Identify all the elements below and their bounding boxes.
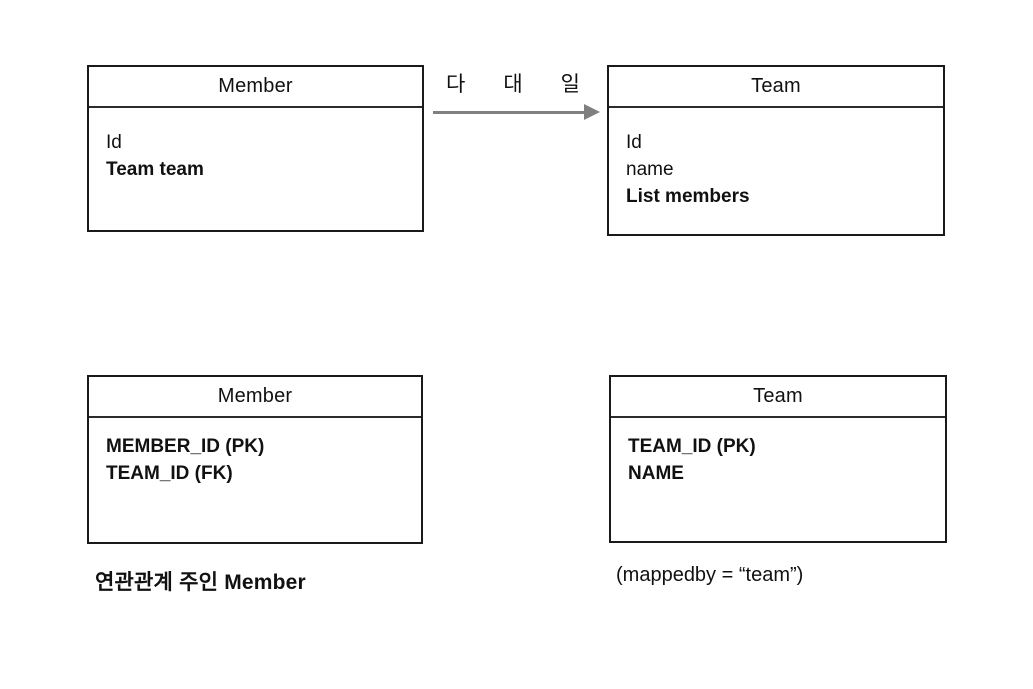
relationship-char-one: 일	[560, 73, 580, 96]
field-name: name	[626, 159, 674, 180]
table-box-member: Member MEMBER_ID (PK) TEAM_ID (FK)	[87, 375, 423, 544]
entity-fields: Id name List members	[609, 108, 943, 210]
caption-mappedby: (mappedby = “team”)	[616, 564, 804, 586]
column-team-id-fk: TEAM_ID (FK)	[106, 463, 233, 484]
column-team-id-pk: TEAM_ID (PK)	[628, 436, 756, 457]
column-member-id-pk: MEMBER_ID (PK)	[106, 436, 265, 457]
table-columns: TEAM_ID (PK) NAME	[611, 418, 945, 487]
field-id: Id	[626, 132, 642, 153]
column-name: NAME	[628, 463, 684, 484]
field-id: Id	[106, 132, 122, 153]
entity-title-member: Member	[89, 67, 422, 108]
field-team-team: Team team	[106, 159, 204, 180]
relationship-arrow-head-icon	[584, 104, 600, 120]
relationship-char-many: 다	[446, 73, 466, 96]
entity-title-team: Team	[609, 67, 943, 108]
table-title-member: Member	[89, 377, 421, 418]
entity-box-member-object: Member Id Team team	[87, 65, 424, 232]
relationship-label: 다 대 일	[446, 68, 580, 98]
relationship-char-to: 대	[503, 73, 523, 96]
entity-box-team-object: Team Id name List members	[607, 65, 945, 236]
entity-fields: Id Team team	[89, 108, 422, 183]
caption-relationship-owner: 연관관계 주인 Member	[95, 571, 306, 594]
relationship-arrow-line	[433, 111, 586, 114]
table-title-team: Team	[611, 377, 945, 418]
table-columns: MEMBER_ID (PK) TEAM_ID (FK)	[89, 418, 421, 487]
field-list-members: List members	[626, 186, 750, 207]
table-box-team: Team TEAM_ID (PK) NAME	[609, 375, 947, 543]
